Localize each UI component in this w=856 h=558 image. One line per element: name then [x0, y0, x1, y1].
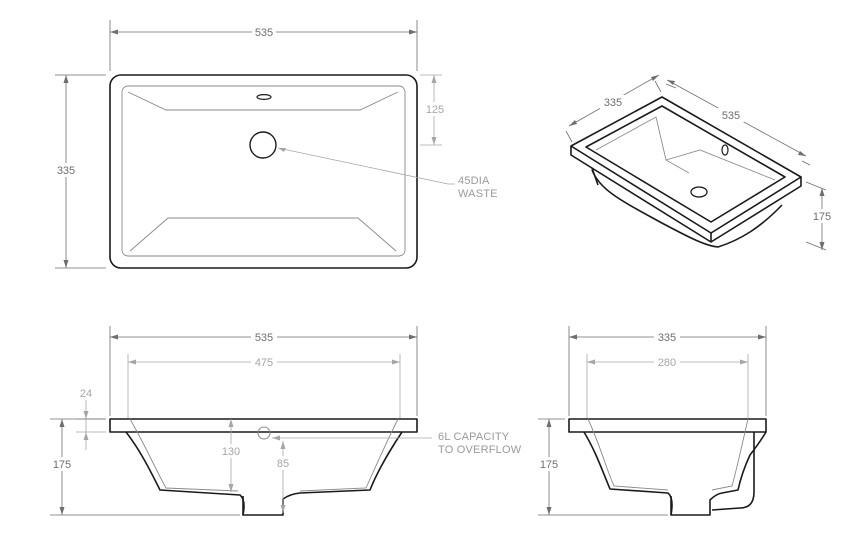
plan-depth-label: 335	[57, 165, 75, 177]
front-width-label: 535	[255, 332, 273, 344]
front-overflow	[257, 426, 271, 440]
side-bowl-profile	[583, 431, 767, 516]
plan-waste-note-line1: 45DIA	[458, 175, 490, 187]
plan-width-label: 535	[255, 27, 273, 39]
iso-bowl-opening	[585, 105, 786, 223]
iso-width-label: 535	[722, 110, 740, 122]
plan-outer-rim	[109, 74, 418, 269]
plan-bowl-slope-top	[127, 91, 399, 111]
front-height-label: 175	[53, 459, 71, 471]
side-inner-depth-label: 280	[658, 357, 676, 369]
front-bowl-profile	[125, 431, 403, 516]
iso-waste	[690, 186, 708, 198]
plan-waste-leader-arrow	[278, 148, 286, 152]
iso-rim-front-edge	[570, 146, 802, 243]
plan-waste-note-line2: WASTE	[458, 188, 498, 200]
iso-overflow	[721, 144, 729, 156]
iso-depth-label: 335	[604, 97, 622, 109]
plan-inner-bowl	[121, 85, 406, 257]
front-section-view: 6L CAPACITY TO OVERFLOW 535 475 24 175	[48, 326, 522, 516]
plan-waste-circle	[249, 131, 277, 159]
iso-view: 335 535 175	[565, 74, 836, 251]
side-overflow-channel	[711, 432, 755, 511]
front-rim	[109, 418, 418, 433]
plan-bowl-slope-bottom	[129, 217, 397, 252]
side-rim	[568, 418, 767, 433]
front-bowl-depth-label: 130	[222, 446, 240, 458]
front-rim-label: 24	[80, 388, 92, 400]
plan-overflow-slot	[256, 93, 272, 100]
front-inner-width-label: 475	[255, 357, 273, 369]
iso-height-label: 175	[813, 211, 831, 223]
plan-waste-offset-label: 125	[426, 104, 444, 116]
side-depth-label: 335	[658, 332, 676, 344]
front-overflow-note-line2: TO OVERFLOW	[438, 444, 522, 456]
front-overflow-height-label: 85	[277, 458, 289, 470]
side-section-view: 335 280 175	[535, 326, 767, 516]
plan-view: 45DIA WASTE 535 335 125	[52, 20, 498, 269]
front-overflow-note-line1: 6L CAPACITY	[438, 431, 510, 443]
iso-bowl-underside	[591, 169, 783, 248]
iso-rim-top	[570, 96, 802, 234]
plan-waste-leader	[277, 147, 455, 185]
side-height-label: 175	[540, 459, 558, 471]
